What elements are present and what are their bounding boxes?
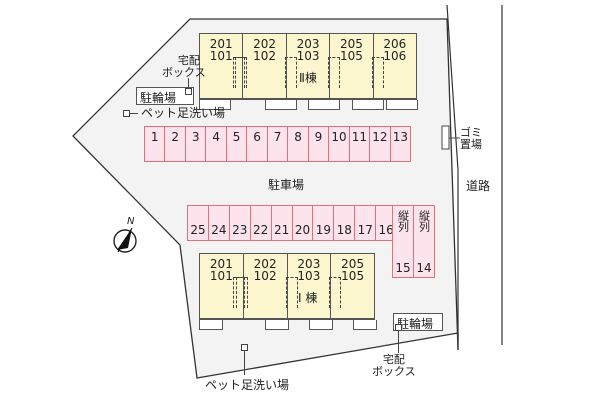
entry-path (235, 277, 248, 308)
parking-vertical: 縦列 15 縦列 14 (392, 205, 435, 278)
road-edge-left (446, 4, 459, 171)
parking-space-13[interactable]: 13 (389, 126, 412, 162)
parking-space-14[interactable]: 縦列 14 (413, 205, 435, 278)
parking-space-22[interactable]: 22 (249, 205, 272, 241)
parking-space-19[interactable]: 19 (312, 205, 335, 241)
parking-space-4[interactable]: 4 (205, 126, 227, 162)
pet-wash-bottom-label: ペット足洗い場 (205, 378, 290, 392)
delivery-box-top[interactable] (185, 88, 192, 95)
entry-path (328, 57, 341, 88)
parking-space-25[interactable]: 25 (187, 205, 209, 241)
pet-wash-bottom[interactable] (241, 344, 248, 351)
road-label: 道路 (466, 179, 491, 193)
parking-space-15[interactable]: 縦列 15 (392, 205, 414, 278)
compass-icon (113, 227, 137, 253)
delivery-box-top-label: 宅配 ボックス (162, 54, 206, 79)
parking-space-1[interactable]: 1 (144, 126, 166, 162)
parking-lot-label: 駐車場 (268, 178, 305, 192)
pet-wash-top-label: ペット足洗い場 (141, 106, 226, 120)
parking-space-17[interactable]: 17 (354, 205, 377, 241)
parking-space-24[interactable]: 24 (207, 205, 230, 241)
parking-space-12[interactable]: 12 (369, 126, 391, 162)
garbage-area-label: ゴミ 置場 (460, 126, 482, 151)
entry-path (285, 277, 298, 308)
delivery-box-bottom-label: 宅配 ボックス (372, 353, 416, 378)
parking-space-3[interactable]: 3 (184, 126, 207, 162)
entry-path (329, 277, 342, 308)
parking-space-5[interactable]: 5 (225, 126, 248, 162)
entry-path (284, 57, 297, 88)
bike-parking-bottom[interactable]: 駐輪場 (393, 313, 443, 331)
pet-wash-top[interactable] (123, 110, 130, 117)
bike-parking-top[interactable]: 駐輪場 (136, 87, 194, 105)
parking-space-10[interactable]: 10 (328, 126, 350, 162)
building-2-balconies (199, 99, 419, 110)
parking-space-18[interactable]: 18 (333, 205, 356, 241)
parking-space-11[interactable]: 11 (348, 126, 371, 162)
parking-space-21[interactable]: 21 (270, 205, 293, 241)
parking-space-9[interactable]: 9 (307, 126, 330, 162)
garbage-area (441, 125, 450, 150)
parking-space-6[interactable]: 6 (246, 126, 268, 162)
entry-path (371, 57, 384, 88)
parking-space-23[interactable]: 23 (228, 205, 251, 241)
entry-path (235, 57, 248, 88)
building-1-label: I 棟 (298, 291, 318, 305)
parking-space-20[interactable]: 20 (291, 205, 314, 241)
compass-north-label: N (127, 216, 135, 227)
parking-space-2[interactable]: 2 (164, 126, 186, 162)
building-2-label: Ⅱ棟 (299, 71, 317, 85)
parking-row-top: 1 2 3 4 5 6 7 8 9 10 11 12 13 (144, 126, 412, 162)
parking-row-bottom: 25 24 23 22 21 20 19 18 17 16 (187, 205, 398, 241)
parking-space-8[interactable]: 8 (287, 126, 309, 162)
parking-space-7[interactable]: 7 (266, 126, 289, 162)
building-1-balconies (199, 319, 377, 330)
